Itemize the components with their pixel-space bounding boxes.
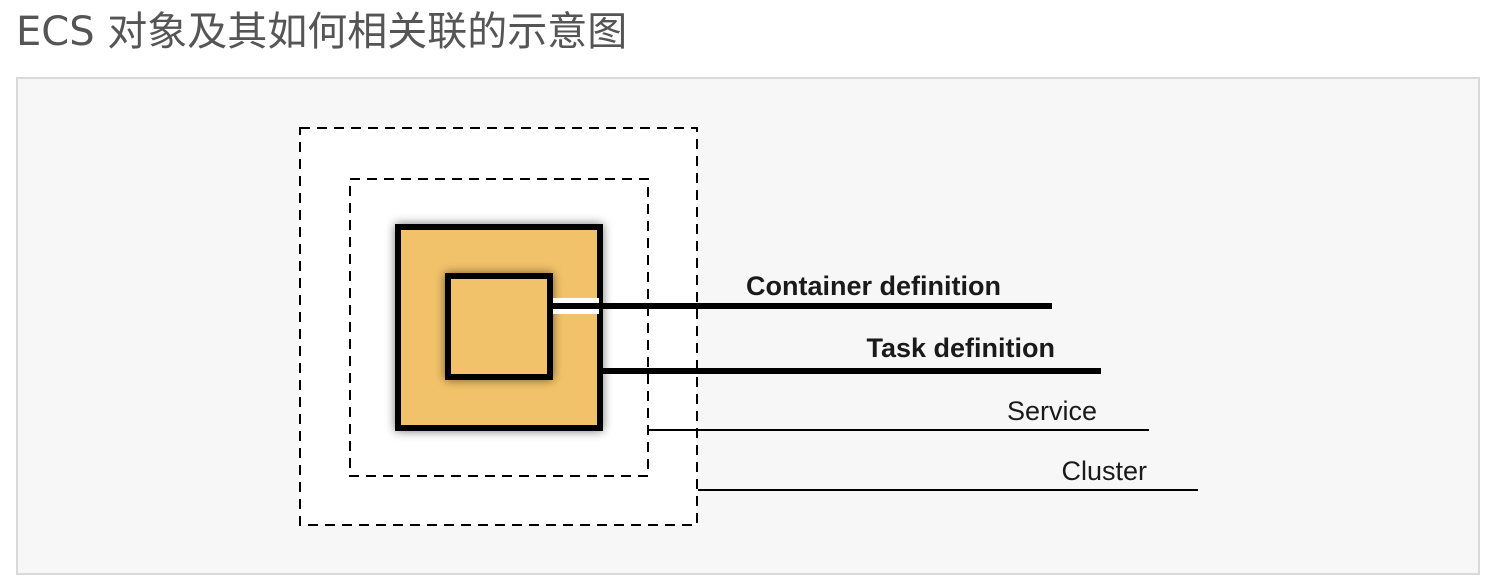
container-definition-box [445, 273, 553, 380]
container-definition-label: Container definition [746, 271, 1001, 301]
task-definition-label: Task definition [866, 333, 1055, 363]
cluster-label: Cluster [1061, 456, 1147, 486]
figure-panel [16, 77, 1480, 575]
page-title: ECS 对象及其如何相关联的示意图 [16, 9, 628, 55]
service-label: Service [1007, 396, 1097, 426]
